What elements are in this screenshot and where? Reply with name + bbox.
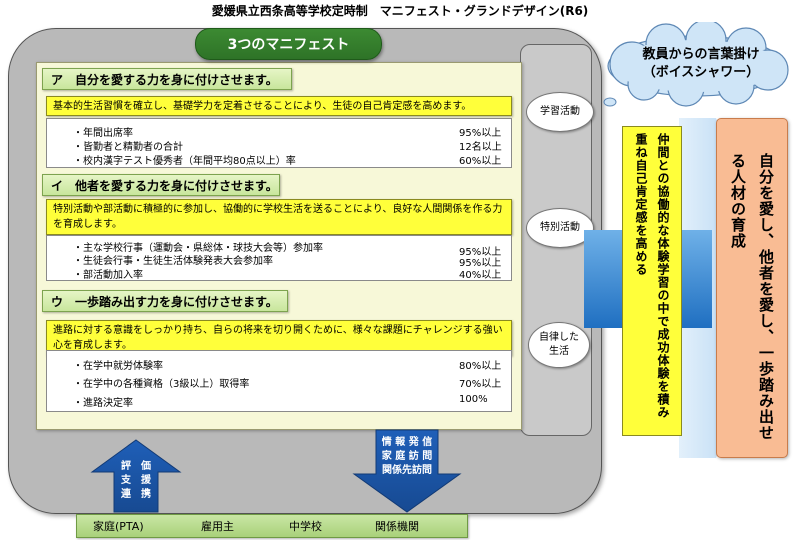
up-arrow-graphic bbox=[90, 439, 182, 513]
oval-special-activities: 特別活動 bbox=[526, 208, 594, 248]
cloud-line1: 教員からの言葉掛け bbox=[642, 47, 760, 62]
down-arrow-text: 情 報 発 信 家 庭 訪 問 関係先訪問 bbox=[381, 437, 433, 476]
stakeholder-bar: 家庭(PTA) 雇用主 中学校 関係機関 bbox=[76, 514, 468, 538]
stakeholder-junior-high: 中学校 bbox=[289, 520, 322, 533]
blue-arrow-mid bbox=[679, 230, 712, 328]
section-b-goal: 特別活動や部活動に積極的に参加し、協働的に学校生活を送ることにより、良好な人間関… bbox=[46, 199, 512, 235]
experience-bar: 仲間との協働的な体験学習の中で成功体験を積み重ね自己肯定感を高める bbox=[622, 126, 682, 436]
cloud-shape bbox=[603, 22, 789, 107]
page-title: 愛媛県立西条高等学校定時制 マニフェスト・グランドデザイン(R6) bbox=[211, 4, 589, 18]
goal-bar-text: 自分を愛し、他者を愛し、一歩踏み出せる人材の育成 bbox=[729, 153, 775, 441]
oval-learning: 学習活動 bbox=[526, 92, 594, 132]
goal-bar: 自分を愛し、他者を愛し、一歩踏み出せる人材の育成 bbox=[716, 118, 788, 458]
section-a-title: ア 自分を愛する力を身に付けさせます。 bbox=[42, 68, 292, 90]
down-arrow-graphic bbox=[352, 429, 462, 513]
cloud-line2: （ボイスシャワー） bbox=[642, 65, 760, 80]
manifesto-header: 3つのマニフェスト bbox=[195, 28, 382, 60]
experience-bar-text: 仲間との協働的な体験学習の中で成功体験を積み重ね自己肯定感を高める bbox=[634, 133, 670, 419]
blue-arrow-shaft bbox=[584, 230, 626, 328]
section-c-title: ウ 一歩踏み出す力を身に付けさせます。 bbox=[42, 290, 288, 312]
section-a-goal: 基本的生活習慣を確立し、基礎学力を定着させることにより、生徒の自己肯定感を高めま… bbox=[46, 96, 512, 116]
oval-self-reliant-life: 自律した生活 bbox=[528, 322, 590, 368]
cloud-text: 教員からの言葉掛け （ボイスシャワー） bbox=[612, 46, 790, 82]
stakeholder-employer: 雇用主 bbox=[201, 520, 234, 533]
section-b-title: イ 他者を愛する力を身に付けさせます。 bbox=[42, 174, 280, 196]
up-arrow-text: 評 価 支 援 連 携 bbox=[121, 461, 151, 500]
stakeholder-family: 家庭(PTA) bbox=[93, 520, 144, 533]
stakeholder-related-orgs: 関係機関 bbox=[375, 520, 419, 533]
